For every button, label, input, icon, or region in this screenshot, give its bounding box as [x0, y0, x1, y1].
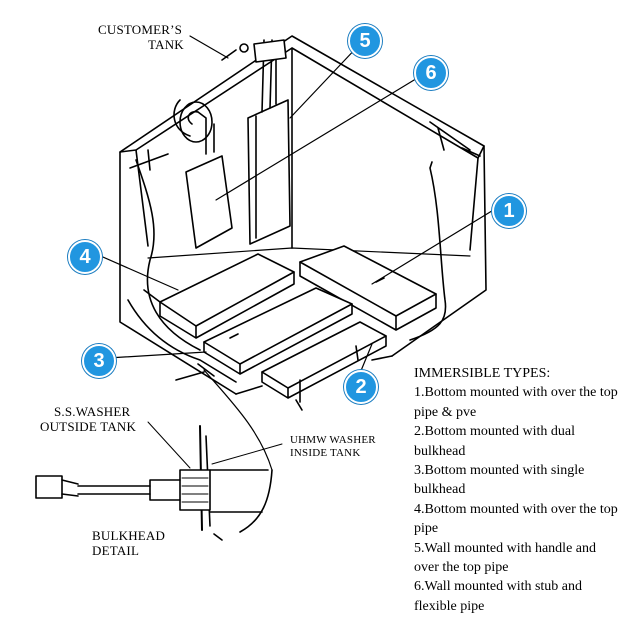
legend-item-4: 4.Bottom mounted with over the top pipe: [414, 501, 618, 537]
legend-item-2: 2.Bottom mounted with dual bulkhead: [414, 424, 575, 459]
heater-3: [203, 287, 353, 375]
marker-5: 5: [348, 24, 382, 58]
heater-6: [221, 39, 291, 245]
bulkhead-detail: [35, 369, 283, 541]
legend-item-1: 1.Bottom mounted with over the top pipe …: [414, 385, 618, 420]
marker-4: 4: [68, 240, 102, 274]
marker-1: 1: [492, 194, 526, 228]
tank-left-wall: [119, 151, 237, 395]
legend-item-5: 5.Wall mounted with handle and over the …: [414, 540, 596, 576]
immersible-types-legend: IMMERSIBLE TYPES: 1.Bottom mounted with …: [414, 364, 619, 616]
bulkhead-detail-label: BULKHEAD DETAIL: [92, 528, 166, 558]
legend-item-6: 6.Wall mounted with stub and flexible pi…: [414, 579, 583, 614]
tank-floor: [147, 247, 471, 259]
marker-3: 3: [82, 344, 116, 378]
ss-washer-label: S.S.WASHER OUTSIDE TANK: [40, 404, 137, 434]
heater-2: [261, 321, 387, 403]
heater-4: [143, 253, 295, 339]
uhmw-washer-label: UHMW WASHER INSIDE TANK: [290, 434, 376, 459]
legend-item-3: 3.Bottom mounted with single bulkhead: [414, 463, 585, 498]
marker-6: 6: [414, 56, 448, 90]
customers-tank-label: CUSTOMER’S TANK: [98, 22, 184, 52]
heater-5: [185, 110, 233, 249]
legend-title: IMMERSIBLE TYPES:: [414, 366, 551, 381]
marker-2: 2: [344, 370, 378, 404]
heater-1: [299, 245, 437, 331]
tank-rim: [119, 35, 485, 159]
